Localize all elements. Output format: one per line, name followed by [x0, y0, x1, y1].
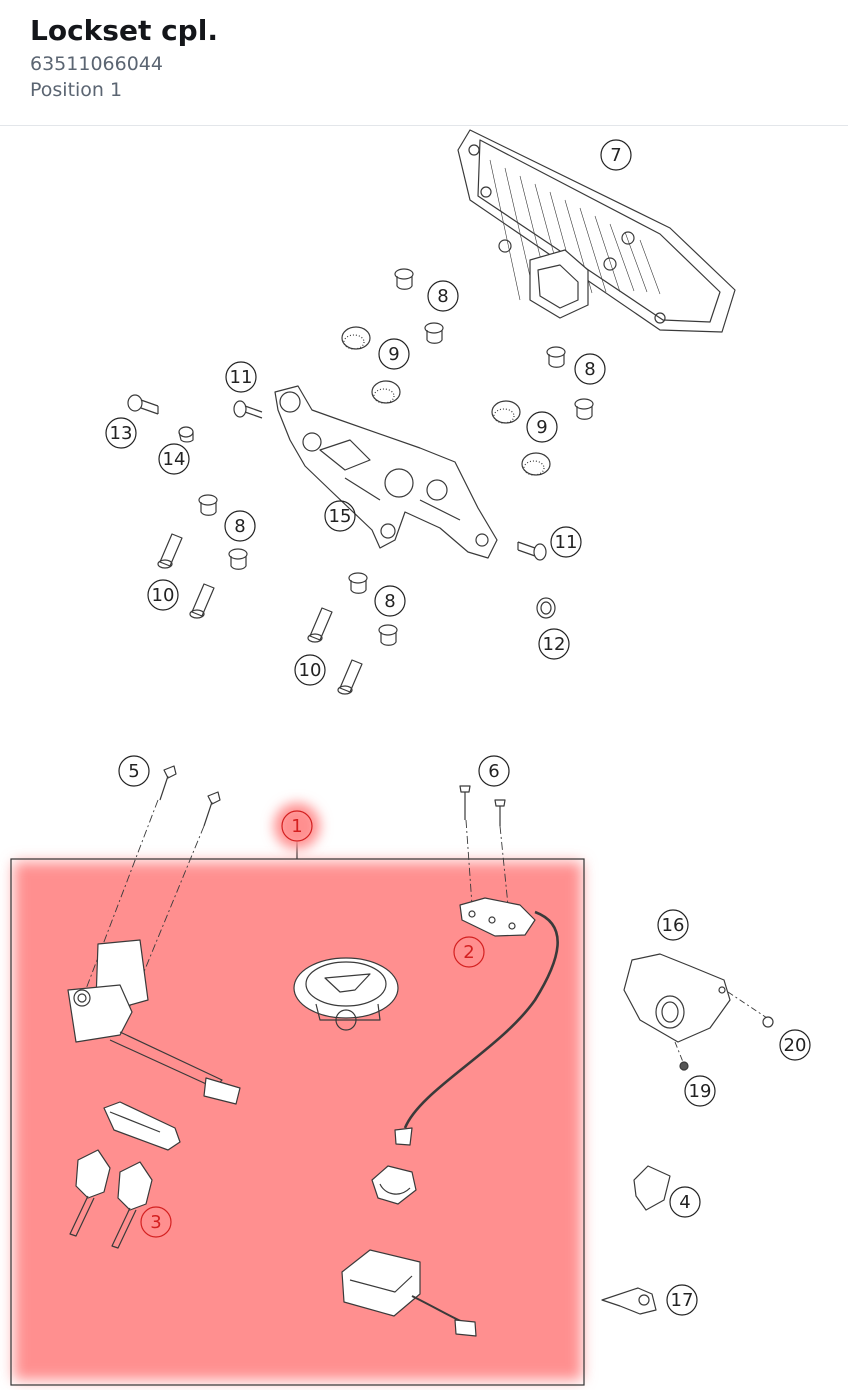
callout-15[interactable]: 15	[324, 500, 356, 532]
callout-label: 15	[329, 506, 352, 527]
control-unit-icon	[341, 1249, 477, 1337]
callout-11[interactable]: 11	[225, 361, 257, 393]
callout-3[interactable]: 3	[140, 1206, 172, 1238]
callout-label: 11	[555, 532, 578, 553]
callout-8[interactable]: 8	[427, 280, 459, 312]
callout-label: 12	[543, 634, 566, 655]
callout-label: 5	[128, 761, 139, 782]
callout-19[interactable]: 19	[684, 1075, 716, 1107]
part-number: 63511066044	[30, 53, 163, 75]
callout-label: 8	[584, 359, 595, 380]
position-label: Position 1	[30, 79, 123, 101]
callout-label: 16	[662, 915, 685, 936]
callout-label: 10	[152, 585, 175, 606]
callout-label: 19	[689, 1081, 712, 1102]
callout-8[interactable]: 8	[224, 510, 256, 542]
callout-11[interactable]: 11	[550, 526, 582, 558]
callout-5[interactable]: 5	[118, 755, 150, 787]
callout-1[interactable]: 1	[281, 810, 313, 842]
callout-label: 6	[488, 761, 499, 782]
callout-17[interactable]: 17	[666, 1284, 698, 1316]
callout-6[interactable]: 6	[478, 755, 510, 787]
callout-8[interactable]: 8	[574, 353, 606, 385]
screw-icon	[127, 394, 547, 561]
callout-2[interactable]: 2	[453, 936, 485, 968]
callout-7[interactable]: 7	[600, 139, 632, 171]
holder-icon	[371, 1165, 417, 1205]
callout-20[interactable]: 20	[779, 1029, 811, 1061]
holder-17-icon	[601, 1287, 657, 1315]
pin-icon	[157, 533, 363, 695]
callout-label: 1	[291, 816, 302, 837]
callout-14[interactable]: 14	[158, 443, 190, 475]
page-title: Lockset cpl.	[30, 14, 218, 47]
callout-4[interactable]: 4	[669, 1186, 701, 1218]
callout-8[interactable]: 8	[374, 585, 406, 617]
callout-16[interactable]: 16	[657, 909, 689, 941]
callout-label: 8	[384, 591, 395, 612]
ignition-lock-icon	[67, 939, 241, 1105]
ignition-key-icon	[69, 1149, 153, 1249]
damper-sleeve-icon	[198, 268, 594, 646]
callout-label: 2	[463, 942, 474, 963]
callout-9[interactable]: 9	[526, 411, 558, 443]
fuel-tank-cap-icon	[293, 957, 399, 1031]
callout-label: 20	[784, 1035, 807, 1056]
callout-10[interactable]: 10	[147, 579, 179, 611]
callout-label: 3	[150, 1212, 161, 1233]
callout-10[interactable]: 10	[294, 654, 326, 686]
instrument-cluster-icon	[457, 129, 736, 333]
header: Lockset cpl. 63511066044 Position 1	[0, 0, 848, 126]
rubber-grommet-icon	[341, 326, 551, 476]
highlight-region	[10, 803, 585, 1386]
callout-label: 4	[679, 1192, 690, 1213]
callout-label: 13	[110, 423, 133, 444]
callout-label: 10	[299, 660, 322, 681]
bolt-icon	[77, 765, 511, 1031]
bracket-plate-icon	[394, 897, 559, 1146]
callout-label: 9	[388, 344, 399, 365]
callout-label: 11	[230, 367, 253, 388]
callout-label: 8	[437, 286, 448, 307]
callout-label: 14	[163, 449, 186, 470]
callout-12[interactable]: 12	[538, 628, 570, 660]
switch-housing-icon	[623, 953, 774, 1071]
callout-label: 7	[610, 145, 621, 166]
callout-label: 8	[234, 516, 245, 537]
callout-label: 17	[671, 1290, 694, 1311]
bushing-icon	[178, 426, 556, 619]
clip-icon	[633, 1165, 671, 1211]
callout-13[interactable]: 13	[105, 417, 137, 449]
mounting-bracket-icon	[274, 385, 498, 559]
key-blank-icon	[103, 1101, 181, 1151]
callout-label: 9	[536, 417, 547, 438]
callout-9[interactable]: 9	[378, 338, 410, 370]
